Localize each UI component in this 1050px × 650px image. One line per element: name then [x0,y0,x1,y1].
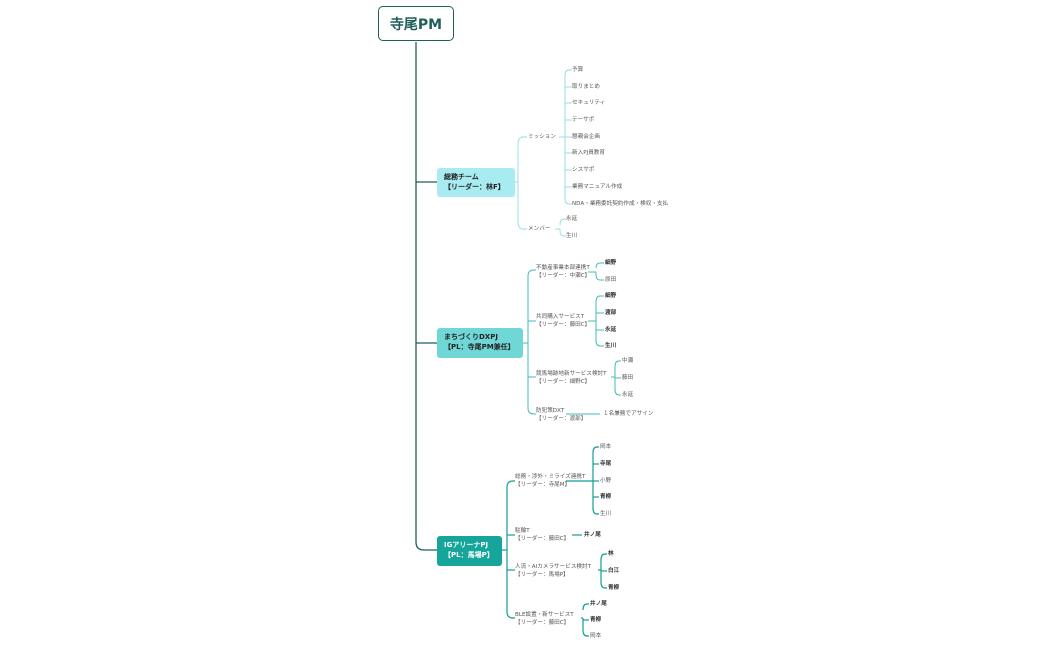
group-node[interactable]: 共同購入サービスT 【リーダー：藤田C】 [536,313,590,329]
member-item[interactable]: 青柳 [590,617,602,623]
member-item[interactable]: 井ノ尾 [584,532,601,538]
member-item[interactable]: 細野 [605,260,617,266]
member-item[interactable]: 生川 [566,233,578,239]
member-item[interactable]: 林 [608,551,614,557]
group-leader: 【リーダー：藤田C】 [515,536,570,542]
member-item[interactable]: 青柳 [608,585,620,591]
member-item[interactable]: 永延 [566,216,578,222]
team-leader: 【リーダー：林F】 [444,183,505,191]
group-leader: 【リーダー：中瀬C】 [536,273,591,279]
member-item[interactable]: 小野 [600,478,612,484]
mission-item[interactable]: 業務マニュアル作成 [572,184,623,190]
team-leader: 【PL：寺尾PM兼任】 [444,343,515,351]
team-title: IGアリーナPJ [444,541,489,549]
group-leader: 【リーダー：寺尾M】 [515,482,571,488]
group-leader: 【リーダー：馬場P】 [515,572,569,578]
group-title: 駐輪T [515,528,530,534]
team-leader: 【PL：馬場P】 [444,551,494,559]
member-item[interactable]: 生川 [600,511,612,517]
group-leader: 【リーダー：藤田C】 [515,620,570,626]
group-node[interactable]: 総務・渉外・ミライズ連携T 【リーダー：寺尾M】 [515,473,585,489]
mission-item[interactable]: 予算 [572,67,584,73]
team-node-ig-arena[interactable]: IGアリーナPJ 【PL：馬場P】 [437,536,502,566]
group-node[interactable]: 防犯策DXT 【リーダー：渡部】 [536,407,586,423]
group-node[interactable]: 人流・AIカメラサービス検討T 【リーダー：馬場P】 [515,563,591,579]
member-item[interactable]: １名兼務でアサイン [603,411,654,417]
group-title: 競馬場跡地新サービス検討T [536,371,607,377]
mission-item[interactable]: テーサポ [572,117,595,123]
group-title: BLE設置・新サービスT [515,612,574,618]
group-leader: 【リーダー：藤田C】 [536,322,591,328]
team-title: まちづくりDXPJ [444,333,498,341]
member-item[interactable]: 青柳 [600,494,612,500]
member-item[interactable]: 生川 [605,343,617,349]
member-item[interactable]: 永延 [622,392,634,398]
group-node[interactable]: 競馬場跡地新サービス検討T 【リーダー：細野C】 [536,370,607,386]
group-leader: 【リーダー：細野C】 [536,379,591,385]
group-title: 人流・AIカメラサービス検討T [515,564,592,570]
member-label[interactable]: メンバー [528,226,551,232]
group-title: 総務・渉外・ミライズ連携T [515,474,586,480]
member-item[interactable]: 渡部 [605,310,617,316]
member-item[interactable]: 永延 [605,327,617,333]
member-item[interactable]: 藤田 [622,375,634,381]
group-title: 防犯策DXT [536,408,565,414]
member-item[interactable]: 原田 [605,277,617,283]
group-node[interactable]: 不動産事業本部連携T 【リーダー：中瀬C】 [536,264,590,280]
member-item[interactable]: 白江 [608,568,620,574]
member-item[interactable]: 岡本 [600,444,612,450]
mission-item[interactable]: 新入PJ員教育 [572,150,605,156]
member-item[interactable]: 細野 [605,293,617,299]
member-item[interactable]: 井ノ尾 [590,601,607,607]
group-leader: 【リーダー：渡部】 [536,416,587,422]
group-node[interactable]: BLE設置・新サービスT 【リーダー：藤田C】 [515,611,574,627]
mission-item[interactable]: 懇親会企画 [572,134,600,140]
mission-item[interactable]: NDA・業務委託契約作成・検収・支払 [572,201,669,207]
team-node-general-affairs[interactable]: 総務チーム 【リーダー：林F】 [437,168,515,197]
member-item[interactable]: 岡本 [590,633,602,639]
member-item[interactable]: 中瀬 [622,358,634,364]
member-item[interactable]: 寺尾 [600,461,612,467]
group-title: 不動産事業本部連携T [536,265,590,271]
team-node-machizukuri-dx[interactable]: まちづくりDXPJ 【PL：寺尾PM兼任】 [437,328,523,358]
group-node[interactable]: 駐輪T 【リーダー：藤田C】 [515,527,569,543]
mission-label[interactable]: ミッション [528,134,556,140]
mission-item[interactable]: セキュリティ [572,100,606,106]
mission-item[interactable]: 取りまとめ [572,84,600,90]
group-title: 共同購入サービスT [536,314,585,320]
team-title: 総務チーム [444,173,479,181]
root-node[interactable]: 寺尾PM [378,6,454,41]
mission-item[interactable]: シスサポ [572,167,595,173]
